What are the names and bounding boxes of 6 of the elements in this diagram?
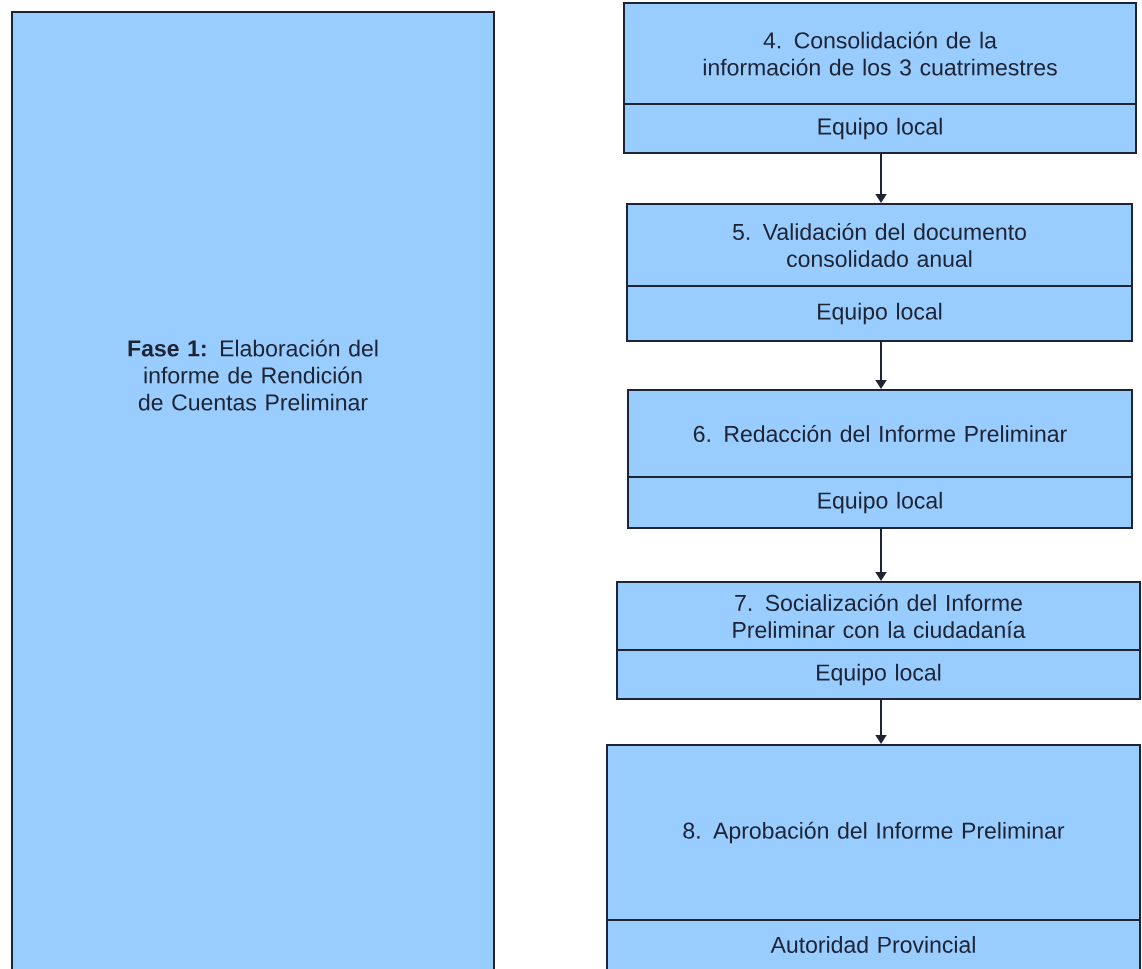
step-box: 6. Redacción del Informe Preliminar Equipo local	[627, 389, 1133, 529]
step-box: 5. Validación del documento consolidado anual Equipo local	[626, 203, 1133, 342]
step-box: 8. Aprobación del Informe Preliminar Autoridad Provincial	[606, 744, 1141, 969]
step-box: Fase 1: Elaboración del informe de Rendición de Cuentas Preliminar	[11, 11, 495, 969]
step-box: 7. Socialización del Informe Preliminar con la ciudadanía Equipo local	[616, 581, 1141, 700]
step-box: 4. Consolidación de la información de los 3 cuatrimestres Equipo local	[623, 2, 1137, 154]
